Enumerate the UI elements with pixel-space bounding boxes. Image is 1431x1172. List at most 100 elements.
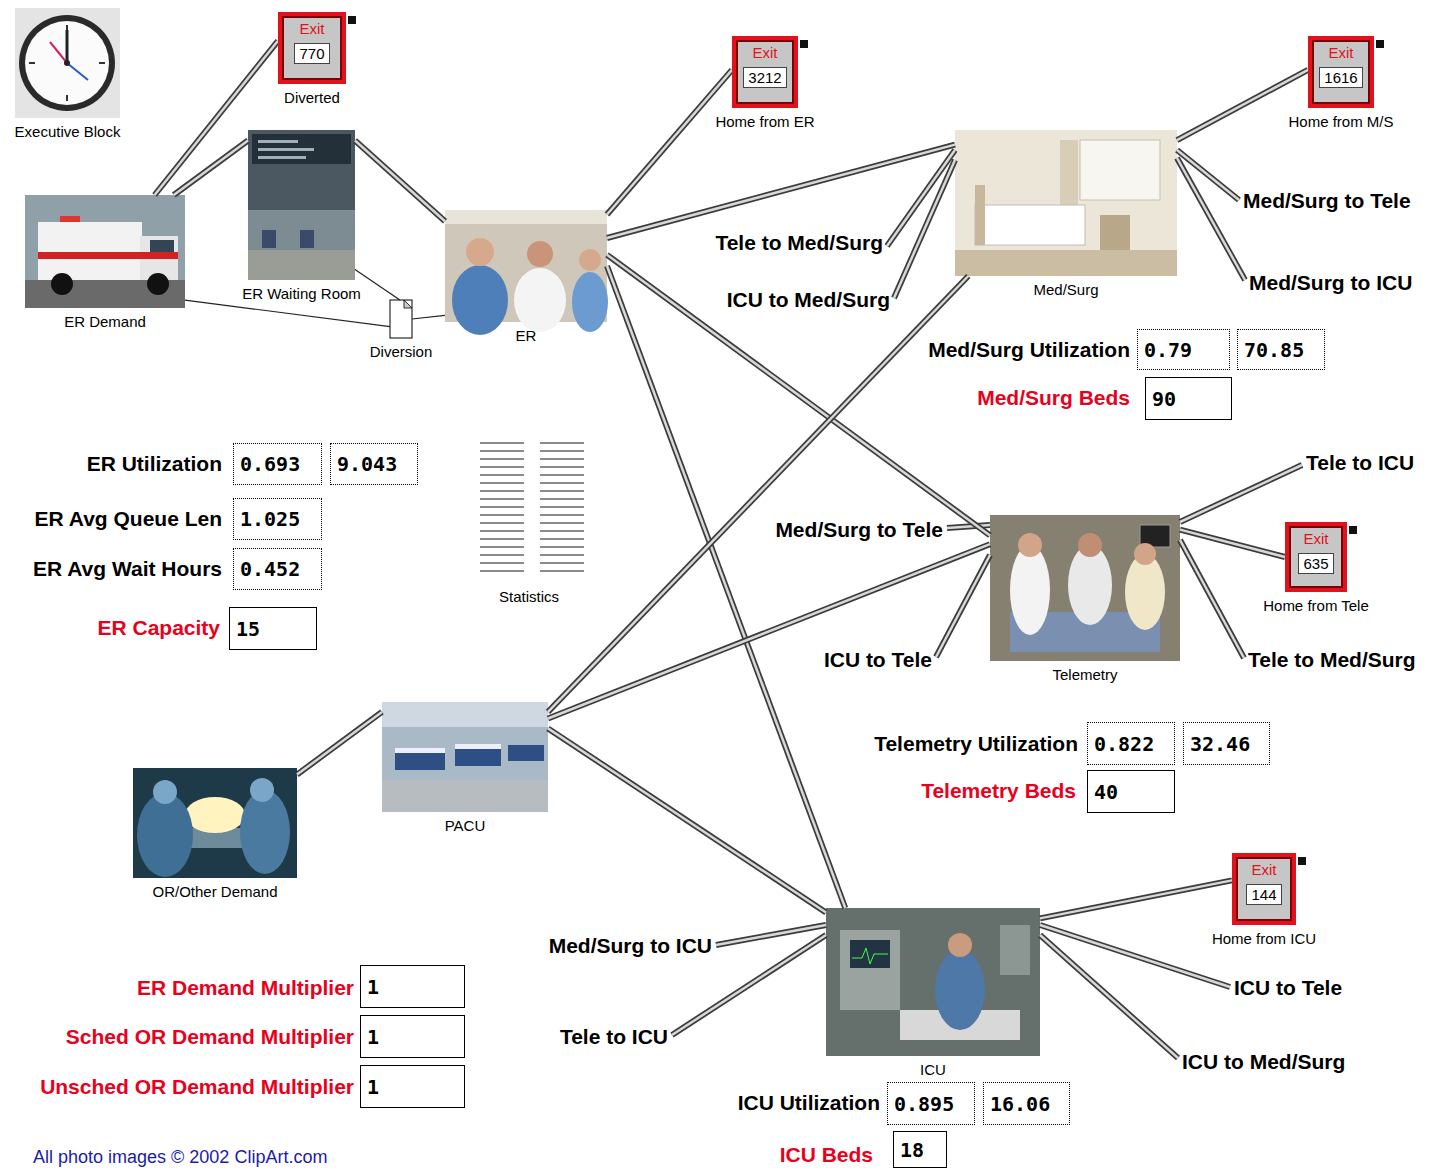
connector-outline: [174, 141, 248, 196]
operating-room-photo: [133, 768, 297, 878]
block-caption: Diversion: [370, 343, 433, 360]
telemetry-photo: [990, 515, 1180, 661]
flow-connector: [355, 141, 445, 222]
connector-core: [174, 141, 248, 196]
parameter-label: ER Capacity: [97, 616, 220, 640]
statistic-label: ER Avg Wait Hours: [33, 557, 222, 581]
unit-block: PACU: [382, 702, 548, 812]
flow-connector: [155, 41, 278, 195]
connector-core: [607, 145, 955, 238]
input-value: 1: [367, 1025, 379, 1049]
input-field: 1: [360, 1015, 465, 1058]
connector-core: [607, 266, 845, 908]
parameter-label: ER Demand Multiplier: [137, 976, 354, 1000]
med-surg-photo: [955, 130, 1177, 276]
input-value: 40: [1094, 780, 1118, 804]
flow-connector: [607, 255, 990, 536]
exit-count: 144: [1246, 884, 1281, 905]
queue-block: ER Waiting Room: [248, 130, 355, 280]
connector-outline: [548, 276, 968, 712]
statistic-label: ER Avg Queue Len: [35, 507, 222, 531]
connection-stubs: [672, 150, 1302, 1058]
diversion-block: Diversion: [390, 300, 412, 338]
output-readout: 16.06: [983, 1082, 1070, 1125]
connector-outline: [297, 712, 382, 775]
flow-connector: [607, 145, 955, 238]
flow-connector: [607, 70, 732, 215]
connector-core: [155, 41, 278, 195]
flow-connector: [297, 712, 382, 775]
block-caption: Home from Tele: [1263, 597, 1369, 614]
output-readout: 32.46: [1183, 722, 1270, 765]
unit-block: Telemetry: [990, 515, 1180, 661]
connector-outline: [355, 141, 445, 222]
copyright-note: All photo images © 2002 ClipArt.com: [33, 1146, 327, 1168]
demand-block: OR/Other Demand: [133, 768, 297, 878]
connector-core: [607, 70, 732, 215]
block-caption: ICU: [920, 1061, 946, 1078]
connector-outline: [607, 266, 845, 908]
connector-outline: [1040, 880, 1232, 918]
connection-label: Tele to ICU: [560, 1025, 668, 1049]
input-field: 18: [893, 1131, 947, 1168]
output-value: 70.85: [1244, 338, 1304, 362]
connection-label: Tele to ICU: [1306, 451, 1414, 475]
input-field: 1: [360, 965, 465, 1008]
connector-outline: [1180, 530, 1285, 557]
connection-label: ICU to Tele: [1234, 976, 1342, 1000]
exit-block: Exit144Home from ICU: [1232, 853, 1296, 925]
icu-photo: [826, 908, 1040, 1056]
connector-core: [1180, 530, 1285, 557]
exit-word: Exit: [752, 44, 777, 61]
output-readout: 0.452: [233, 548, 322, 590]
connector-core: [548, 728, 826, 912]
input-field: 40: [1087, 770, 1175, 813]
block-caption: ER Demand: [64, 313, 146, 330]
block-caption: Home from ER: [715, 113, 814, 130]
flow-connector: [548, 728, 826, 912]
statistic-label: ICU Utilization: [738, 1091, 880, 1115]
statistic-label: ER Utilization: [87, 452, 222, 476]
block-caption: Home from M/S: [1288, 113, 1393, 130]
output-readout: 70.85: [1237, 329, 1325, 370]
output-readout: 0.822: [1087, 722, 1175, 765]
block-caption: OR/Other Demand: [152, 883, 277, 900]
flow-connector: [1180, 530, 1285, 557]
exit-count: 1616: [1319, 67, 1362, 88]
exit-word: Exit: [1328, 44, 1353, 61]
exit-count: 770: [294, 43, 329, 64]
input-value: 1: [367, 975, 379, 999]
connector-line: [355, 270, 400, 301]
block-caption: Home from ICU: [1212, 930, 1316, 947]
connector-outline: [155, 41, 278, 195]
exit-count: 635: [1298, 553, 1333, 574]
connection-label: ICU to Med/Surg: [1182, 1050, 1345, 1074]
block-caption: Med/Surg: [1033, 281, 1098, 298]
exit-port-marks: [348, 16, 1384, 865]
unit-block: ER: [445, 210, 607, 322]
output-value: 1.025: [240, 507, 300, 531]
block-caption: Diverted: [284, 89, 340, 106]
exit-word: Exit: [1251, 861, 1276, 878]
input-field: 90: [1145, 377, 1232, 420]
statistic-label: Telemetry Utilization: [874, 732, 1078, 756]
connection-label: ICU to Tele: [824, 648, 932, 672]
signal-connector: [412, 315, 445, 319]
flow-connector: [174, 141, 248, 196]
exit-block: Exit770Diverted: [278, 12, 346, 84]
connector-core: [607, 255, 990, 536]
flow-connector: [607, 266, 845, 908]
connector-core: [1040, 880, 1232, 918]
exit-count: 3212: [743, 67, 786, 88]
statistics-block: Statistics: [462, 433, 596, 583]
unit-block: ICU: [826, 908, 1040, 1056]
connector-outline: [548, 728, 826, 912]
connector-outline: [607, 255, 990, 536]
block-caption: ER: [516, 327, 537, 344]
output-value: 0.693: [240, 452, 300, 476]
output-value: 0.79: [1144, 338, 1192, 362]
connector-core: [355, 141, 445, 222]
output-value: 32.46: [1190, 732, 1250, 756]
flow-connector: [1040, 880, 1232, 918]
